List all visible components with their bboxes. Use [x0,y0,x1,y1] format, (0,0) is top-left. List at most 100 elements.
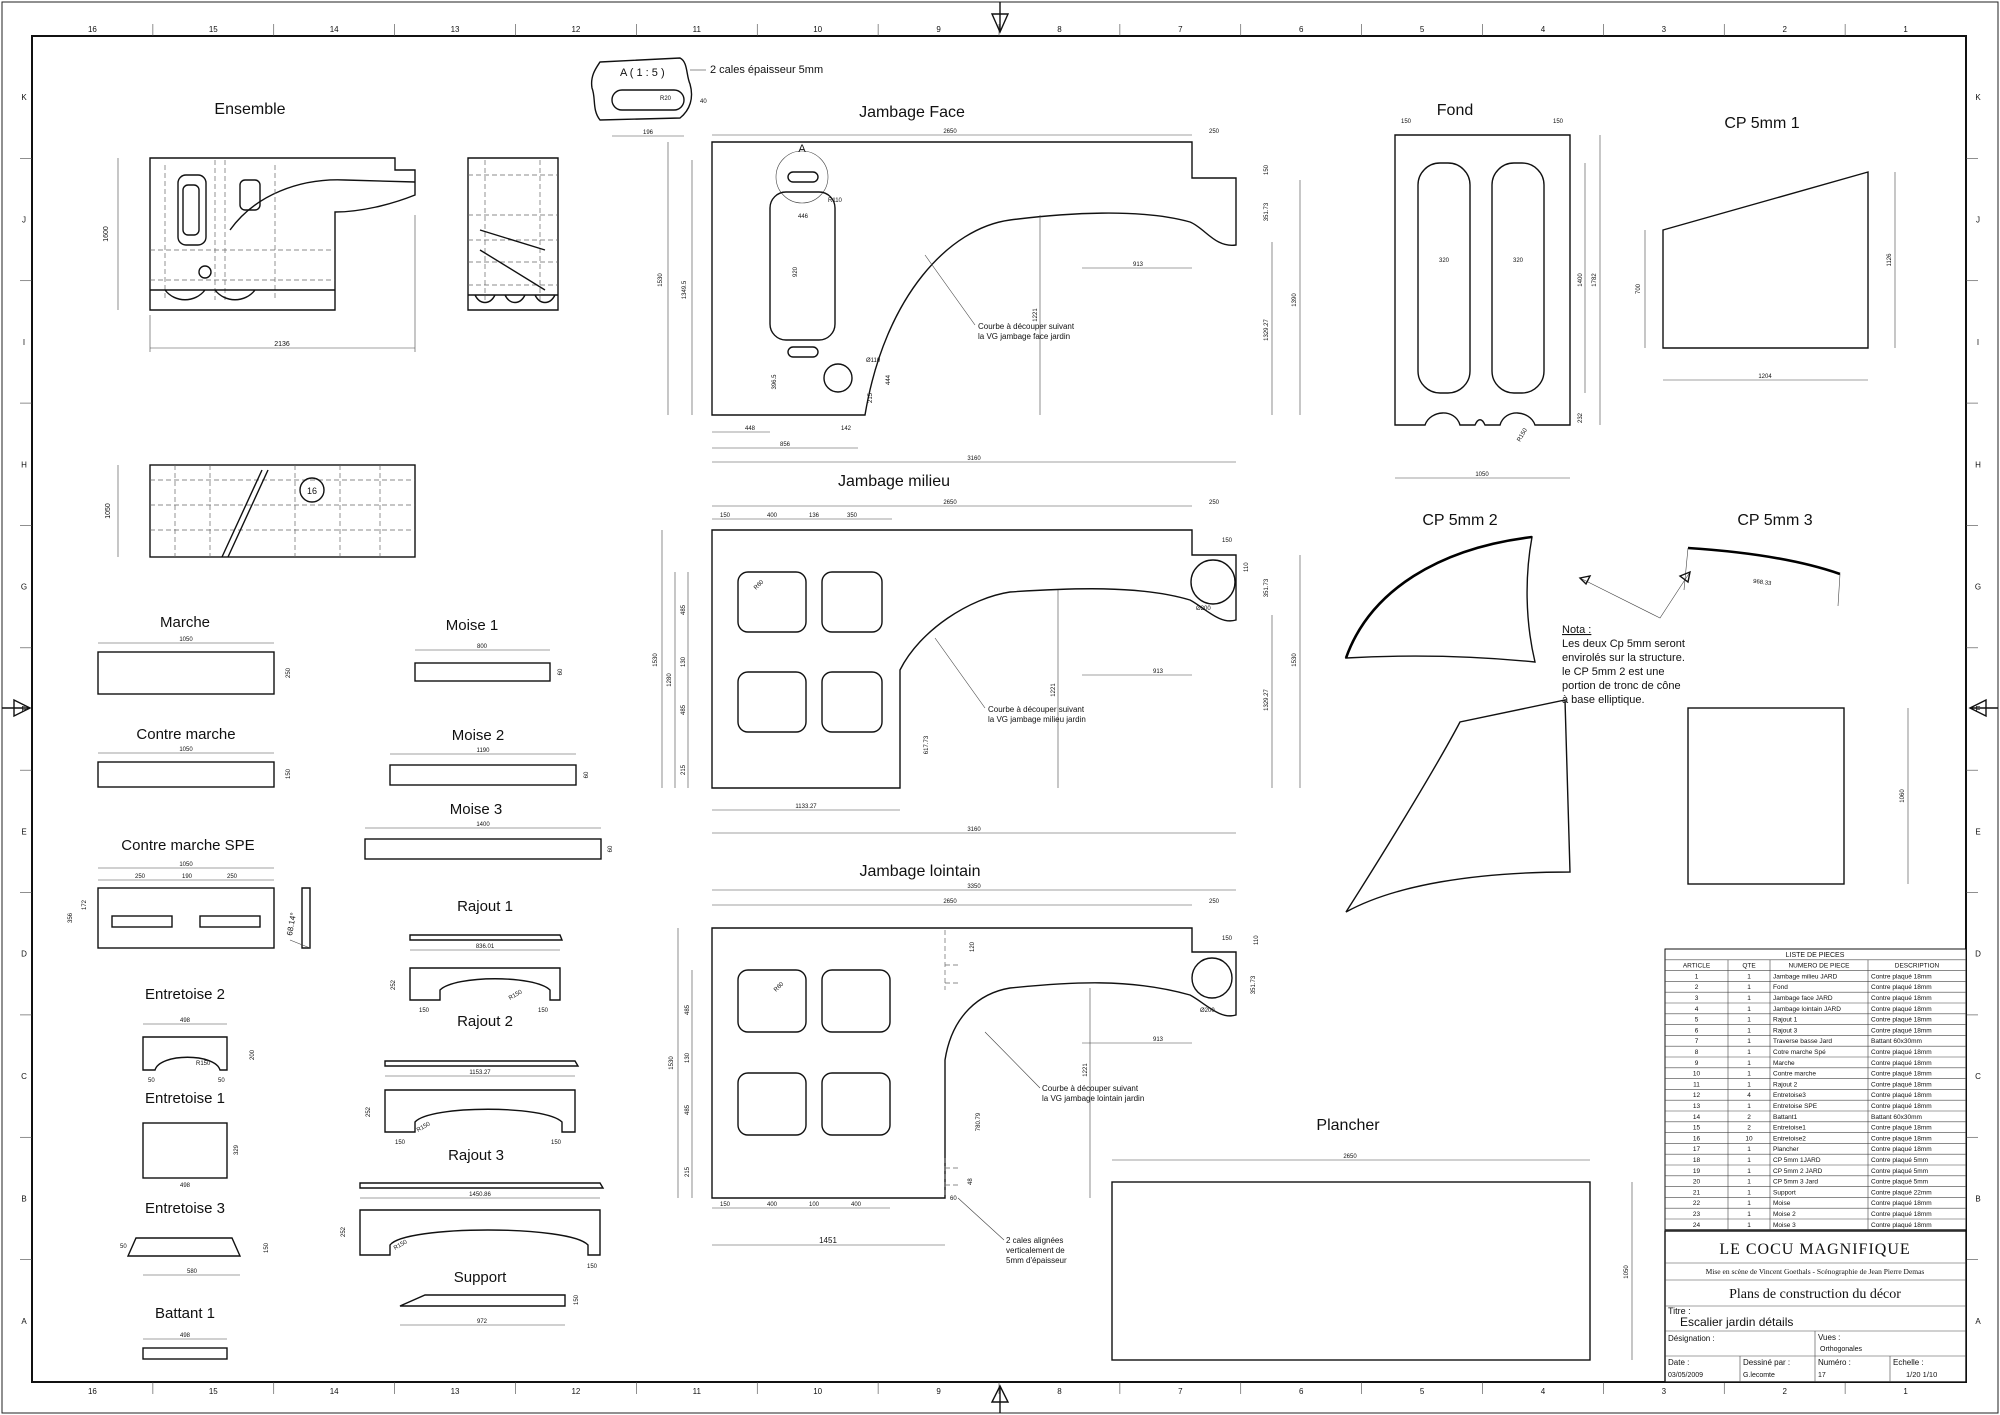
dim-sup-w: 972 [477,1319,488,1325]
parts-list-cell: 15 [1693,1125,1701,1132]
echelle-value: 1/20 1/10 [1906,1370,1937,1379]
note-face-curve-2: la VG jambage face jardin [978,332,1070,341]
dim-fond-232: 232 [1578,412,1584,423]
dim-cms-250-right: 250 [227,874,238,880]
dim-ent2-50-right: 50 [218,1078,225,1084]
zone-col-label: 6 [1299,1387,1304,1396]
parts-list-cell: 1 [1747,1211,1751,1218]
zone-row-label: K [21,93,27,102]
dim-fond-r150: R150 [1517,427,1530,443]
titre-label: Titre : [1668,1306,1691,1316]
view-title-plancher: Plancher [1316,1117,1380,1134]
zone-row-label: K [1975,93,1981,102]
dim-loin-60: 60 [950,1196,957,1202]
parts-list-cell: 1 [1747,1200,1751,1207]
nota-block: Nota : Les deux Cp 5mm seront envirolés … [1562,570,1691,706]
parts-list-cell: 14 [1693,1114,1701,1121]
dim-raj1-r: R150 [508,989,524,1002]
dim-detail-height: 40 [700,99,707,105]
company-name: LE COCU MAGNIFIQUE [1719,1241,1910,1258]
dim-loin-215: 215 [685,1166,691,1177]
parts-list-cell: 24 [1693,1222,1701,1229]
dim-ent3-h: 150 [264,1242,270,1253]
zone-row-label: A [21,1317,27,1326]
parts-list-cell: Support [1773,1189,1796,1196]
parts-list-cell: 23 [1693,1211,1701,1218]
parts-list-cell: 4 [1747,1092,1751,1099]
battant1-view: 498 [142,1333,228,1360]
parts-list-cell: Cotre marche Spé [1773,1049,1826,1056]
parts-list-cell: 1 [1747,1103,1751,1110]
dim-mil-1221: 1221 [1051,683,1057,697]
dim-ent1-h: 329 [234,1144,240,1155]
parts-list-cell: 17 [1693,1146,1701,1153]
view-title-contre-marche-spe: Contre marche SPE [121,837,254,854]
designation-label: Désignation : [1668,1334,1715,1343]
vues-value: Orthogonales [1820,1346,1863,1353]
dim-loin-250: 250 [1209,899,1220,905]
parts-list-cell: 10 [1745,1135,1753,1142]
dim-ent2-w: 498 [180,1018,191,1024]
rajout3-view: 1450.86 252 R150 150 [341,1182,605,1270]
balloon-16 [299,477,325,503]
parts-list-cell: Entretoise1 [1773,1125,1806,1132]
zone-row-label: G [21,583,27,592]
zone-col-label: 4 [1541,1387,1546,1396]
dim-ent2-50-left: 50 [148,1078,155,1084]
dim-cp1-700: 700 [1636,283,1642,294]
parts-list-cell: Moise 3 [1773,1222,1796,1229]
zone-row-label: B [1975,1194,1980,1203]
dim-mil-width2: 2650 [943,500,957,506]
dim-raj2-150-left: 150 [395,1140,406,1146]
zone-col-label: 11 [693,1387,702,1396]
parts-list-cell: 1 [1747,1071,1751,1078]
view-title-cp5-2: CP 5mm 2 [1422,512,1497,529]
parts-list-cell: Moise 2 [1773,1211,1796,1218]
parts-list-cell: Marche [1773,1060,1795,1067]
parts-list-cell: 1 [1747,1222,1751,1229]
dim-cms-190: 190 [182,874,193,880]
view-title-ensemble: Ensemble [214,101,285,118]
dim-mil-136: 136 [809,513,820,519]
dim-face-444: 444 [886,374,892,385]
detail-label: A ( 1 : 5 ) [620,67,665,79]
note-cales-1: 2 cales alignées [1006,1236,1063,1245]
zone-row-label: E [21,827,26,836]
zone-row-label: I [1977,338,1979,347]
dim-mil-485-top: 485 [681,604,687,615]
dim-cm-h: 150 [286,768,292,779]
dim-raj1-w: 836.01 [476,944,495,950]
note-lointain-curve-1: Courbe à découper suivant [1042,1084,1139,1093]
parts-list-header: DESCRIPTION [1895,963,1940,970]
parts-list-cell: Contre plaqué 18mm [1871,1081,1932,1088]
parts-list-cell: 22 [1693,1200,1701,1207]
parts-list-header: QTE [1742,963,1756,970]
parts-list-cell: Fond [1773,984,1788,991]
jambage-milieu-view: 3160 2650 250 150 400 136 350 1530 1280 … [653,500,1301,834]
parts-list-cell: CP 5mm 3 Jard [1773,1179,1818,1186]
zone-col-label: 8 [1057,25,1062,34]
dim-face-height: 1530 [658,273,664,287]
view-title-rajout1: Rajout 1 [457,898,513,915]
dim-mil-1530-right: 1530 [1292,653,1298,667]
dim-loin-1530: 1530 [669,1056,675,1070]
parts-list-cell: 1 [1747,1081,1751,1088]
parts-list-cell: 4 [1695,1006,1699,1013]
dim-mil-350: 350 [847,513,858,519]
dim-loin-100: 100 [809,1202,820,1208]
zone-col-label: 3 [1662,25,1667,34]
dim-face-856: 856 [780,442,791,448]
parts-list-cell: 12 [1693,1092,1701,1099]
parts-list-cell: 1 [1747,973,1751,980]
dim-ensemble-depth: 1050 [105,503,112,519]
jambage-lointain-view: 1451 3350 2650 250 150 400 100 400 1530 … [669,884,1260,1265]
note-face-curve-1: Courbe à découper suivant [978,322,1075,331]
parts-list-cell: Contre plaqué 18mm [1871,973,1932,980]
rajout2-view: 1153.27 252 150 150 R150 [366,1060,580,1146]
view-title-entretoise1: Entretoise 1 [145,1090,225,1107]
dim-loin-485-top: 485 [685,1004,691,1015]
dim-loin-780: 780.79 [976,1112,982,1131]
dessine-value: G.lecomte [1743,1372,1775,1379]
parts-list-header: ARTICLE [1683,963,1711,970]
